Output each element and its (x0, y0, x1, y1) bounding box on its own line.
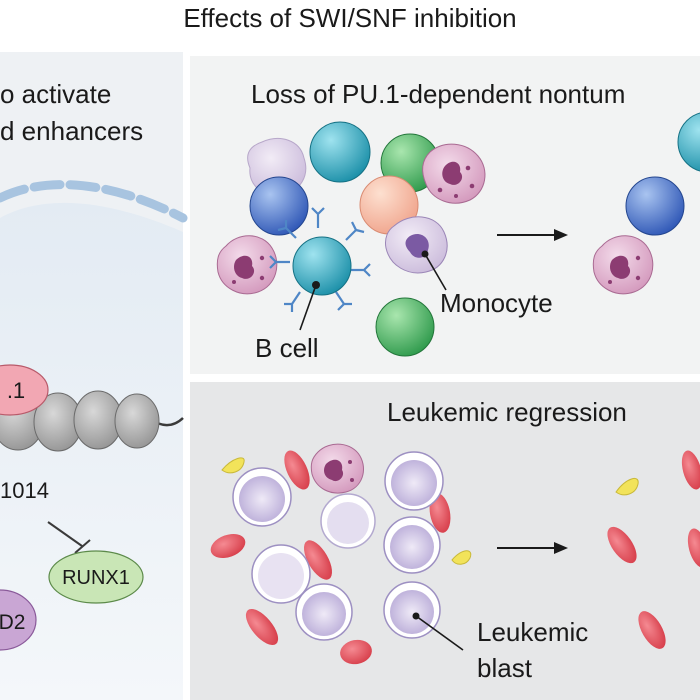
platelet (221, 457, 245, 474)
red-blood-cell (210, 533, 246, 559)
red-blood-cell (607, 526, 637, 564)
green-cell (375, 297, 435, 357)
blast-pointer-dot (412, 612, 420, 620)
red-blood-cell (638, 611, 666, 649)
blast-label-line1: Leukemic (477, 617, 588, 647)
blue-cell (249, 176, 309, 236)
blue-cell (625, 176, 685, 236)
left-heading-line2: d enhancers (0, 116, 143, 146)
left-heading-line1: o activate (0, 79, 111, 109)
transition-arrow (497, 542, 568, 554)
bottom-panel: Leukemic regression (190, 382, 700, 700)
granulocyte (310, 443, 364, 494)
blast-pointer (415, 615, 464, 651)
monocyte-pointer (424, 253, 447, 291)
bcell-pointer (299, 284, 317, 331)
nuclear-envelope (0, 180, 188, 223)
red-blood-cell (687, 528, 700, 568)
leukemic-blast (384, 451, 444, 511)
gene-label: 1014 (0, 478, 49, 503)
bottom-factor-label: D2 (0, 611, 25, 634)
teal-cell (309, 121, 371, 183)
top-panel: Loss of PU.1-dependent nontum (190, 56, 700, 374)
granulocyte (422, 143, 486, 204)
red-blood-cell (284, 450, 310, 490)
bottom-panel-heading: Leukemic regression (387, 397, 627, 427)
inhibition-bar (74, 539, 91, 554)
platelet (451, 550, 472, 565)
teal-cell (677, 112, 700, 172)
monocyte (385, 216, 448, 274)
figure-title: Effects of SWI/SNF inhibition (183, 3, 516, 33)
red-blood-cell (340, 639, 372, 665)
leukemic-blast (383, 581, 441, 639)
left-panel: o activate d enhancers .1 1014 RUNX1 D2 (0, 52, 188, 700)
monocyte-label: Monocyte (440, 288, 553, 318)
pu1-factor (0, 364, 49, 416)
blast-label-line2: blast (477, 653, 533, 683)
nucleosome (114, 393, 160, 449)
granulocyte (216, 235, 278, 295)
granulocyte (592, 235, 654, 295)
red-blood-cells (210, 450, 451, 665)
monocyte-pointer-dot (421, 250, 429, 258)
red-blood-cell (245, 608, 279, 646)
transition-arrow (497, 229, 568, 241)
bottom-factor (0, 589, 37, 651)
nucleosomes (0, 389, 160, 452)
runx1-factor (48, 550, 144, 604)
leukemic-blast (295, 583, 353, 641)
top-panel-heading: Loss of PU.1-dependent nontum (251, 79, 625, 109)
red-blood-cell (681, 450, 700, 490)
pu1-factor-label: .1 (7, 378, 25, 403)
inhibition-arrow (47, 521, 83, 547)
platelet (615, 477, 639, 496)
leukemic-blast (320, 493, 376, 549)
runx1-factor-label: RUNX1 (62, 567, 130, 589)
b-cell (269, 207, 371, 312)
bcell-label: B cell (255, 333, 319, 363)
leukemic-blast (232, 467, 292, 527)
red-blood-cell (304, 540, 332, 580)
red-blood-cell (429, 493, 451, 533)
leukemic-blast (251, 544, 311, 604)
leukemic-blast (383, 516, 441, 574)
